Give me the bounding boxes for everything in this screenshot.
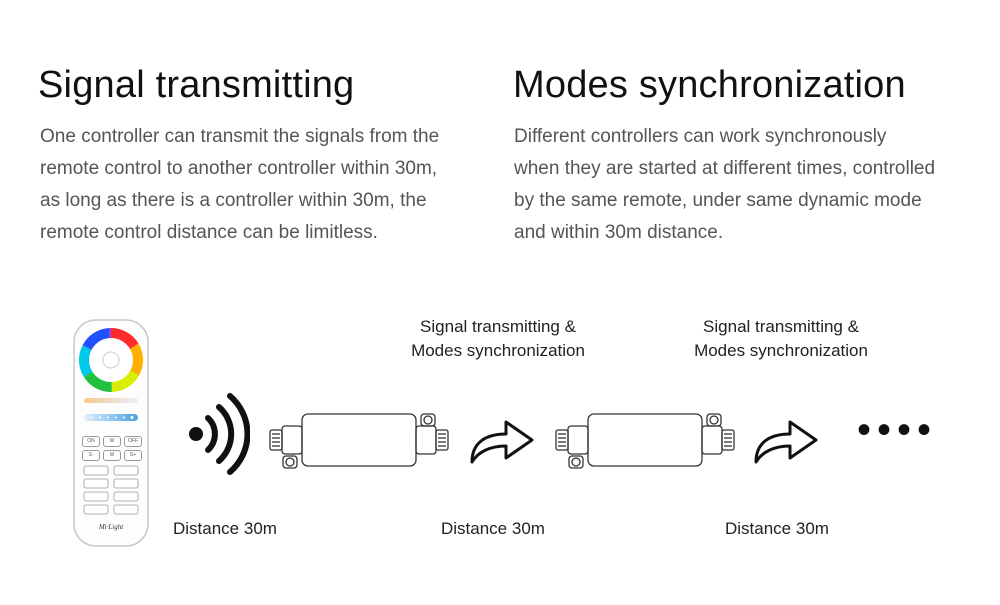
controller-box-icon — [268, 412, 450, 472]
remote-on-button[interactable]: ON — [82, 436, 100, 447]
wireless-signal-icon — [186, 392, 251, 476]
remote-w-button[interactable]: W — [103, 436, 121, 447]
caption-transmit-sync-2: Signal transmitting & Modes synchronizat… — [694, 317, 868, 360]
signal-transmitting-description: One controller can transmit the signals … — [40, 126, 440, 243]
modes-synchronization-description: Different controllers can work synchrono… — [514, 126, 936, 243]
title-signal-transmitting: Signal transmitting — [38, 64, 355, 106]
continuation-dots: •••• — [857, 408, 938, 452]
title-modes-synchronization: Modes synchronization — [513, 64, 906, 106]
remote-s-minus-button[interactable]: S- — [82, 450, 100, 461]
remote-off-button[interactable]: OFF — [124, 436, 142, 447]
remote-m-button[interactable]: M — [103, 450, 121, 461]
controller-box-icon — [554, 412, 736, 472]
distance-label-3: Distance 30m — [725, 519, 829, 538]
forward-arrow-icon — [750, 410, 822, 466]
remote-s-plus-button[interactable]: S+ — [124, 450, 142, 461]
forward-arrow-icon — [466, 410, 538, 466]
distance-label-2: Distance 30m — [441, 519, 545, 538]
remote-body — [73, 319, 149, 547]
distance-label-1: Distance 30m — [173, 519, 277, 538]
caption-transmit-sync-1: Signal transmitting & Modes synchronizat… — [411, 317, 585, 360]
remote-brand-logo: Mi·Light — [98, 523, 124, 531]
remote-control-icon: ON W OFF S- M S+ Mi·Light — [72, 318, 150, 548]
